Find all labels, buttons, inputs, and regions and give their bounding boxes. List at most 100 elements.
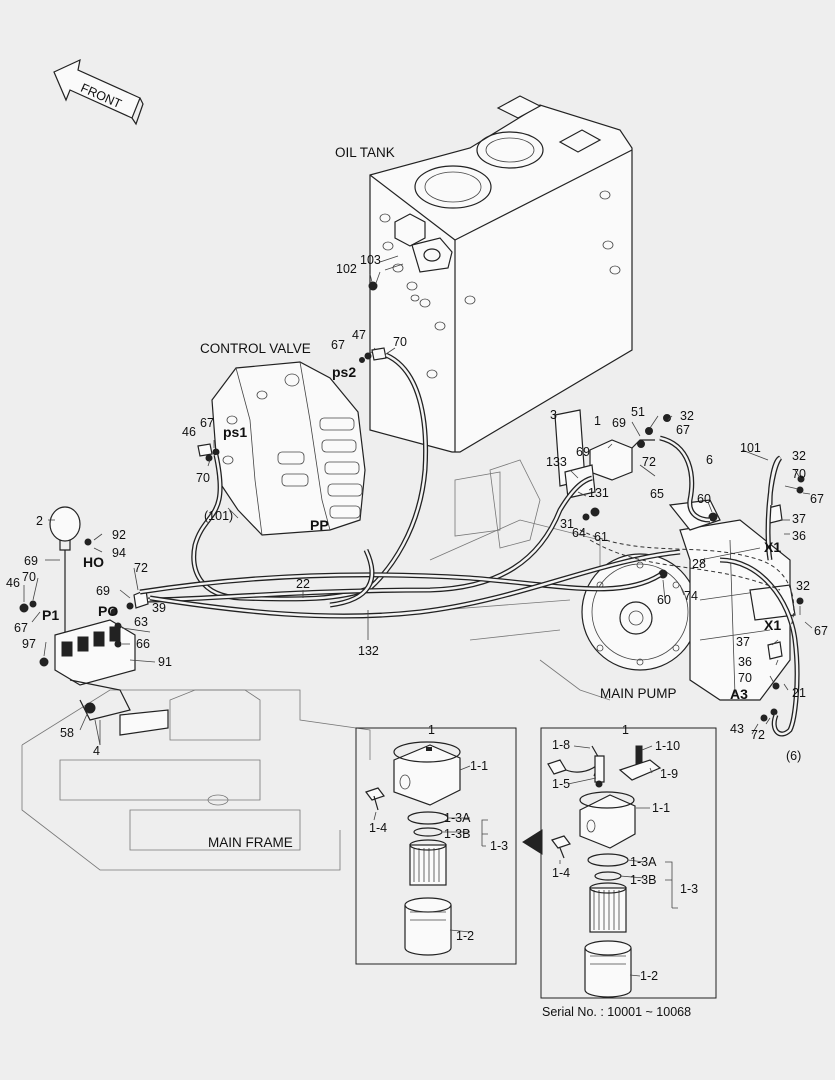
- detail-box-right: 1 1-8 1-10 1-5 1-9 1-1 1-4 1-3A 1-3B 1-3…: [540, 723, 717, 999]
- callout: 32: [796, 579, 810, 593]
- callout: 67: [331, 338, 345, 352]
- callout: 69: [612, 416, 626, 430]
- fittings: [110, 281, 805, 722]
- callout: 74: [684, 589, 698, 603]
- detail-right-1-1: 1-1: [652, 801, 670, 815]
- callout: 103: [360, 253, 381, 267]
- callout: 131: [588, 486, 609, 500]
- main-frame-title: MAIN FRAME: [208, 835, 293, 850]
- detail-right-1-3a: 1-3A: [630, 855, 657, 869]
- callout: 72: [134, 561, 148, 575]
- detail-left-1-1: 1-1: [470, 759, 488, 773]
- hidden-hose-path-2: [589, 539, 781, 591]
- detail-right-1-5: 1-5: [552, 777, 570, 791]
- callout: 70: [196, 471, 210, 485]
- callout: 70: [22, 570, 36, 584]
- port-ps2: ps2: [332, 364, 356, 380]
- callout: 70: [393, 335, 407, 349]
- detail-right-title: 1: [622, 723, 629, 737]
- callout: 37: [736, 635, 750, 649]
- callout: 39: [152, 601, 166, 615]
- callout: 28: [692, 557, 706, 571]
- detail-left-1-3a: 1-3A: [444, 811, 471, 825]
- callout: 51: [631, 405, 645, 419]
- callout: 66: [136, 637, 150, 651]
- callout: 67: [200, 416, 214, 430]
- callout: 72: [642, 455, 656, 469]
- triangle-pointer-icon: [522, 829, 543, 855]
- port-a3: A3: [730, 686, 748, 702]
- detail-right-1-2: 1-2: [640, 969, 658, 983]
- callout-labels: 102 103 67 47 70 46 67 70 (101) 3 1 69 5…: [6, 253, 828, 763]
- port-pp: PP: [310, 517, 329, 533]
- port-po: PO: [98, 603, 118, 619]
- callout: 43: [730, 722, 744, 736]
- callout: 61: [594, 530, 608, 544]
- main-pump-title: MAIN PUMP: [600, 686, 677, 701]
- callout: 21: [792, 686, 806, 700]
- callout: 3: [550, 408, 557, 422]
- callout: (101): [204, 509, 233, 523]
- callout: 65: [650, 487, 664, 501]
- port-x1-top: X1: [764, 539, 781, 555]
- accumulator-and-solenoid-block: [19, 506, 169, 746]
- leader-lines: [23, 271, 813, 745]
- callout: 36: [792, 529, 806, 543]
- port-ho: HO: [83, 554, 104, 570]
- port-p1: P1: [42, 607, 59, 623]
- callout: 32: [792, 449, 806, 463]
- callout: 69: [96, 584, 110, 598]
- callout: 133: [546, 455, 567, 469]
- detail-right-1-8: 1-8: [552, 738, 570, 752]
- main-pump-drawing: [581, 499, 796, 701]
- callout: 97: [22, 637, 36, 651]
- callout: 2: [36, 514, 43, 528]
- callout: 102: [336, 262, 357, 276]
- callout: 37: [792, 512, 806, 526]
- front-direction-arrow: FRONT: [53, 58, 144, 126]
- control-valve-title: CONTROL VALVE: [200, 341, 311, 356]
- callout: 47: [352, 328, 366, 342]
- callout: 94: [112, 546, 126, 560]
- callout: 6: [706, 453, 713, 467]
- callout: 22: [296, 577, 310, 591]
- callout: 67: [676, 423, 690, 437]
- detail-right-1-4: 1-4: [552, 866, 570, 880]
- detail-left-1-4: 1-4: [369, 821, 387, 835]
- callout: 58: [60, 726, 74, 740]
- serial-number-note: Serial No. : 10001 ~ 10068: [542, 1005, 691, 1019]
- control-valve-drawing: [211, 361, 366, 536]
- callout: 69: [24, 554, 38, 568]
- callout: 92: [112, 528, 126, 542]
- callout: 70: [792, 467, 806, 481]
- detail-right-1-3: 1-3: [680, 882, 698, 896]
- callout: 60: [697, 492, 711, 506]
- detail-right-1-9: 1-9: [660, 767, 678, 781]
- detail-left-1-2: 1-2: [456, 929, 474, 943]
- callout: 46: [6, 576, 20, 590]
- callout: (6): [786, 749, 801, 763]
- callout: 36: [738, 655, 752, 669]
- callout: 63: [134, 615, 148, 629]
- callout: 67: [810, 492, 824, 506]
- callout: 32: [680, 409, 694, 423]
- detail-left-1-3: 1-3: [490, 839, 508, 853]
- port-x1-bottom: X1: [764, 617, 781, 633]
- detail-right-1-3b: 1-3B: [630, 873, 656, 887]
- callout: 67: [814, 624, 828, 638]
- detail-left-1-3b: 1-3B: [444, 827, 470, 841]
- callout: 1: [594, 414, 601, 428]
- detail-box-left: 1 1-1 1-4 1-3A 1-3B 1-3 1-2: [355, 723, 517, 965]
- hidden-hose-path: [579, 529, 795, 631]
- oil-tank-drawing: [369, 95, 633, 453]
- callout: 31: [560, 517, 574, 531]
- callout: 70: [738, 671, 752, 685]
- callout: 60: [657, 593, 671, 607]
- callout: 67: [14, 621, 28, 635]
- callout: 132: [358, 644, 379, 658]
- main-frame-drawing: [21, 459, 611, 871]
- hoses: [139, 352, 800, 737]
- callout: 72: [751, 728, 765, 742]
- callout: 64: [572, 526, 586, 540]
